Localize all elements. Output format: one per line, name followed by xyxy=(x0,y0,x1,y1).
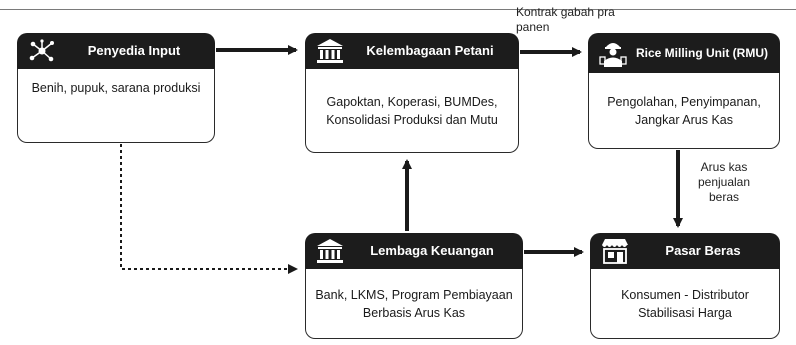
worker-icon xyxy=(596,38,630,68)
node-description: Benih, pupuk, sarana produksi xyxy=(31,81,201,95)
node-lembaga-keuangan: Lembaga Keuangan Bank, LKMS, Program Pem… xyxy=(305,233,523,339)
node-title: Penyedia Input xyxy=(87,43,181,58)
node-description: Pengolahan, Penyimpanan, Jangkar Arus Ka… xyxy=(607,94,761,127)
node-description: Konsumen - Distributor Stabilisasi Harga xyxy=(621,287,749,320)
node-header: Penyedia Input xyxy=(17,33,215,69)
node-pasar-beras: Pasar Beras Konsumen - Distributor Stabi… xyxy=(590,233,780,339)
node-body: Bank, LKMS, Program Pembiayaan Berbasis … xyxy=(305,269,523,339)
top-divider-line xyxy=(0,9,796,10)
node-title: Kelembagaan Petani xyxy=(366,43,494,58)
edge-label-kontrak: Kontrak gabah pra panen xyxy=(516,5,615,34)
node-header: Lembaga Keuangan xyxy=(305,233,523,269)
node-description: Bank, LKMS, Program Pembiayaan Berbasis … xyxy=(315,287,513,320)
node-kelembagaan-petani: Kelembagaan Petani Gapoktan, Koperasi, B… xyxy=(305,33,519,153)
node-description: Gapoktan, Koperasi, BUMDes, Konsolidasi … xyxy=(326,94,498,127)
node-header: Kelembagaan Petani xyxy=(305,33,519,69)
node-title: Pasar Beras xyxy=(665,243,741,258)
node-header: Pasar Beras xyxy=(590,233,780,269)
bank-building-icon xyxy=(313,236,347,266)
node-body: Pengolahan, Penyimpanan, Jangkar Arus Ka… xyxy=(588,73,780,149)
node-rice-milling-unit: Rice Milling Unit (RMU) Pengolahan, Peny… xyxy=(588,33,780,149)
market-stall-icon xyxy=(598,236,632,266)
node-penyedia-input: Penyedia Input Benih, pupuk, sarana prod… xyxy=(17,33,215,143)
dotted-arrow-input-to-keuangan xyxy=(120,144,298,274)
edge-label-arus-kas: Arus kas penjualan beras xyxy=(697,160,751,204)
node-title: Rice Milling Unit (RMU) xyxy=(636,46,768,60)
node-header: Rice Milling Unit (RMU) xyxy=(588,33,780,73)
node-title: Lembaga Keuangan xyxy=(370,243,494,258)
bank-building-icon xyxy=(313,36,347,66)
network-icon xyxy=(25,36,59,66)
node-body: Benih, pupuk, sarana produksi xyxy=(17,69,215,143)
node-body: Konsumen - Distributor Stabilisasi Harga xyxy=(590,269,780,339)
node-body: Gapoktan, Koperasi, BUMDes, Konsolidasi … xyxy=(305,69,519,153)
